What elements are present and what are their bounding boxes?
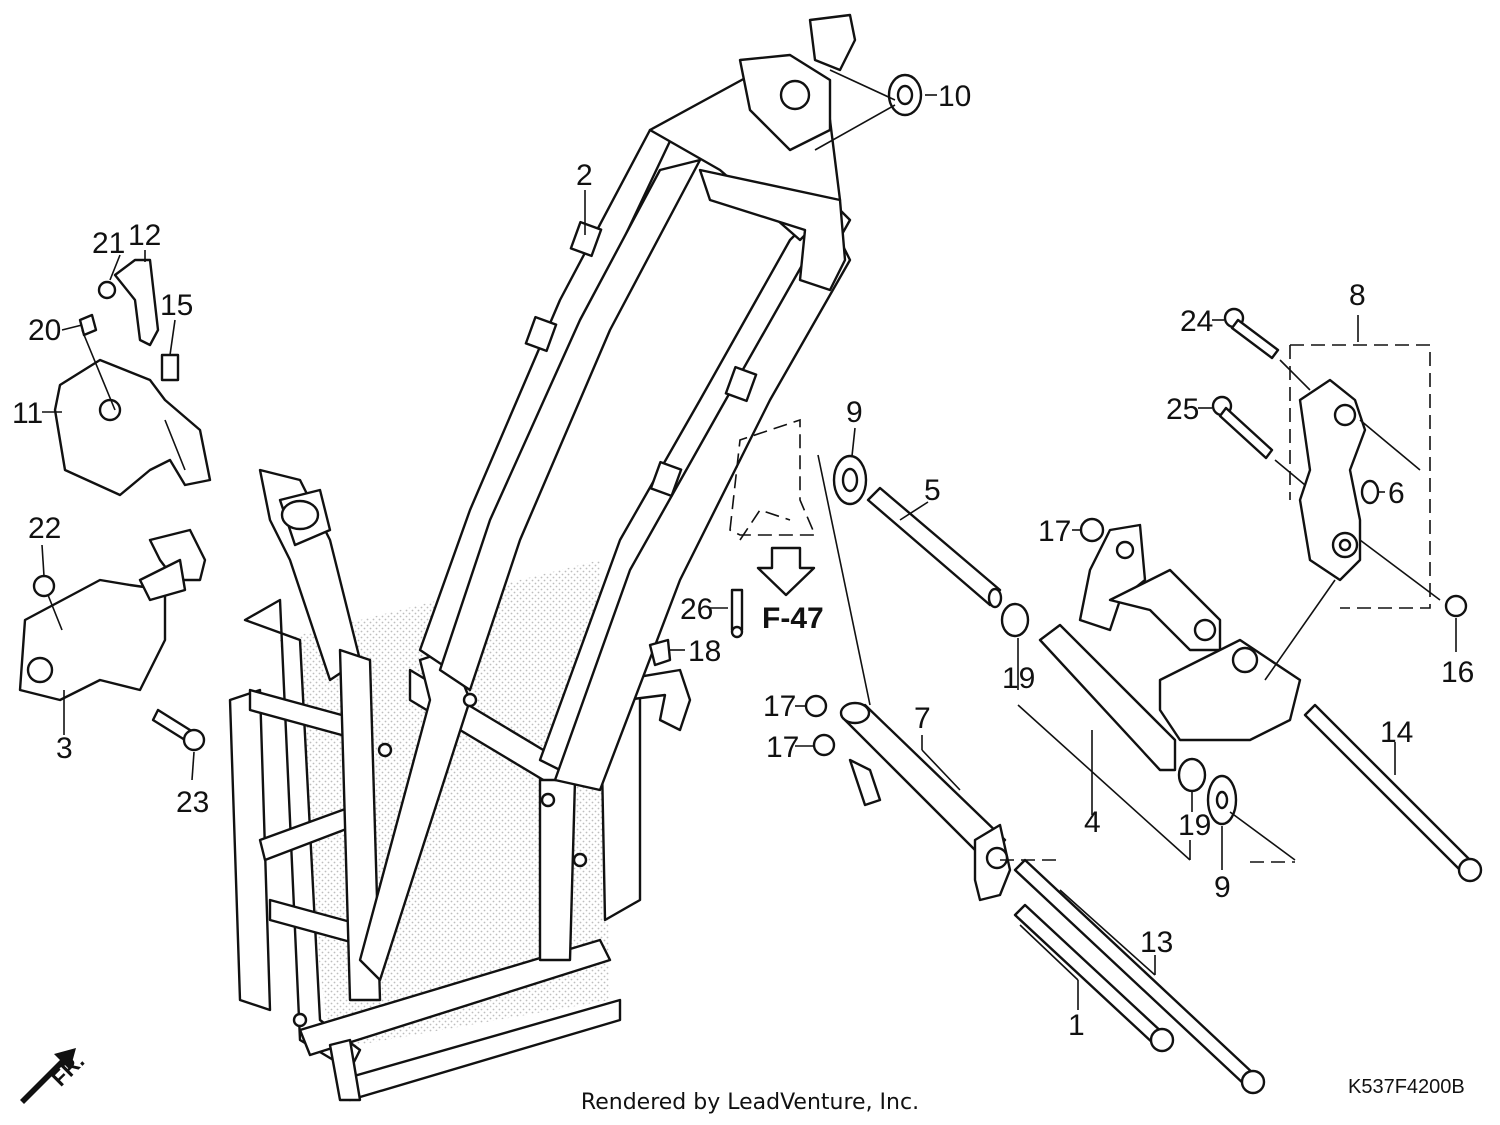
callout-20: 20 <box>28 314 61 347</box>
bolt-25 <box>1211 395 1274 460</box>
bracket-8 <box>1298 378 1367 582</box>
bolt-1 <box>1013 903 1175 1053</box>
callout-12: 12 <box>128 219 161 252</box>
callout-25: 25 <box>1166 393 1199 426</box>
callout-15: 15 <box>160 289 193 322</box>
main-frame <box>228 13 857 1102</box>
nut-21 <box>97 280 117 300</box>
bushing-6 <box>1360 479 1380 505</box>
callout-19-lower: 19 <box>1178 809 1211 842</box>
callout-19-upper: 19 <box>1002 662 1035 695</box>
washer-9-lower <box>1206 774 1238 826</box>
callout-14: 14 <box>1380 716 1413 749</box>
callout-9-upper: 9 <box>846 396 863 429</box>
bolt-14 <box>1303 703 1483 883</box>
leader-lines <box>41 69 1457 1010</box>
drawing-code: K537F4200B <box>1348 1076 1465 1098</box>
callout-9-lower: 9 <box>1214 871 1231 904</box>
callout-11: 11 <box>12 397 43 430</box>
reference-arrow <box>756 546 816 597</box>
front-label: FR. <box>46 1048 89 1091</box>
callout-13: 13 <box>1140 926 1173 959</box>
callout-23: 23 <box>176 786 209 819</box>
callout-24: 24 <box>1180 305 1213 338</box>
bracket-3 <box>18 528 207 702</box>
callout-17-lower: 17 <box>766 731 799 764</box>
bolt-26 <box>730 588 744 639</box>
bolt-18 <box>648 638 672 667</box>
bushing-19-lower <box>1177 757 1207 793</box>
callout-22: 22 <box>28 512 61 545</box>
callout-21: 21 <box>92 227 125 260</box>
footer-credit: Rendered by LeadVenture, Inc. <box>580 1090 920 1115</box>
clip-15 <box>160 353 180 382</box>
callout-1: 1 <box>1068 1009 1085 1042</box>
nut-17-mid <box>804 694 828 718</box>
callout-26: 26 <box>680 593 713 626</box>
callout-5: 5 <box>924 474 941 507</box>
pipe-7 <box>839 701 1012 902</box>
stay-12 <box>113 258 160 347</box>
pipe-5 <box>866 486 1003 609</box>
bushing-19-upper <box>1000 602 1030 638</box>
callout-2: 2 <box>576 159 593 192</box>
bracket-11 <box>53 358 212 497</box>
bolt-13 <box>1013 858 1266 1095</box>
reference-outline <box>729 418 817 541</box>
front-direction-arrow <box>20 1048 76 1104</box>
collar-9-upper <box>832 454 868 506</box>
callout-8: 8 <box>1349 279 1366 312</box>
nut-22 <box>32 574 56 598</box>
bolt-23 <box>151 708 206 752</box>
callout-7: 7 <box>914 702 931 735</box>
reference-label: F-47 <box>762 602 824 635</box>
callout-4: 4 <box>1084 806 1101 839</box>
callout-6: 6 <box>1388 477 1405 510</box>
nut-17-upper <box>1079 517 1105 543</box>
callout-18: 18 <box>688 635 721 668</box>
bushing-10 <box>887 73 923 117</box>
callout-3: 3 <box>56 732 73 765</box>
nut-17-lower <box>812 733 836 757</box>
nut-16 <box>1444 594 1468 618</box>
callout-16: 16 <box>1441 656 1474 689</box>
callout-10: 10 <box>938 80 971 113</box>
hanger-link-4 <box>1038 523 1302 772</box>
callout-17-mid: 17 <box>763 690 796 723</box>
callout-17-upper: 17 <box>1038 515 1071 548</box>
bolt-24 <box>1223 307 1280 360</box>
callout-labels: 1 2 3 4 5 6 7 8 9 9 10 11 12 13 14 15 16… <box>12 80 1474 1098</box>
